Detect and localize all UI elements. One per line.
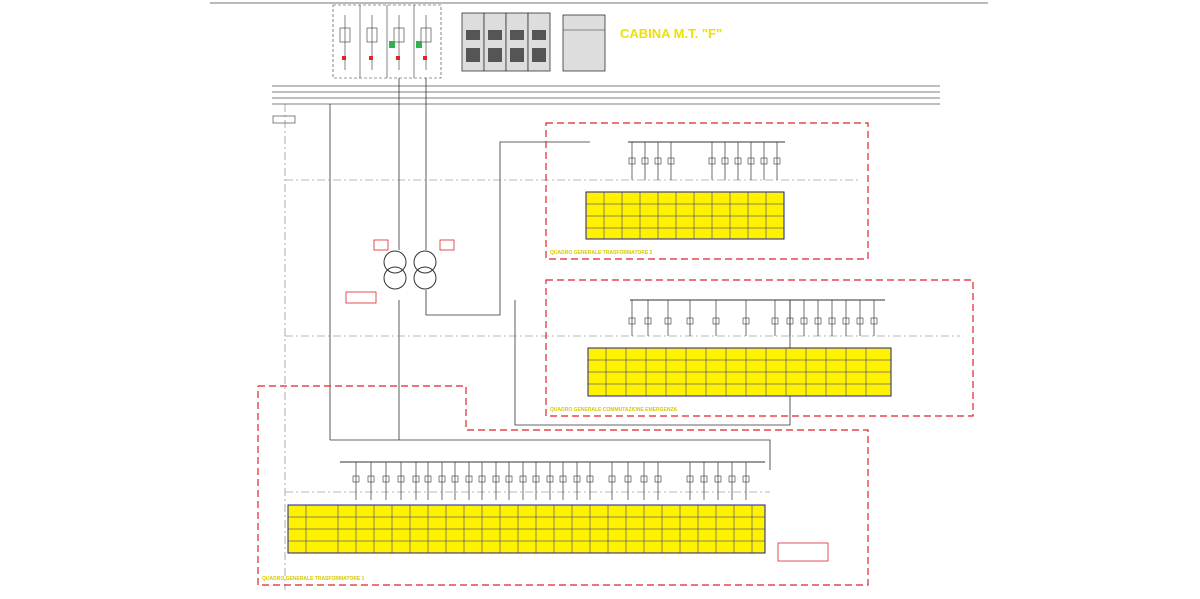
cabinet-icon: [461, 12, 551, 72]
circuit-breaker-icon: [786, 317, 794, 325]
diagram-title: CABINA M.T. "F": [620, 26, 722, 41]
circuit-breaker-icon: [686, 317, 694, 325]
circuit-breaker-icon: [586, 475, 594, 483]
circuit-breaker-icon: [465, 475, 473, 483]
section-label-qgce: QUADRO GENERALE COMMUTAZIONE EMERGENZA: [550, 407, 678, 413]
circuit-breaker-icon: [814, 317, 822, 325]
transformer-protection-boxes: [345, 239, 455, 304]
circuit-breaker-icon: [667, 157, 675, 165]
circuit-breaker-icon: [352, 475, 360, 483]
circuit-breaker-icon: [800, 317, 808, 325]
circuit-breaker-icon: [397, 475, 405, 483]
circuit-breaker-icon: [664, 317, 672, 325]
circuit-breaker-icon: [870, 317, 878, 325]
circuit-breaker-icon: [519, 475, 527, 483]
section-frame-qgce: [545, 279, 974, 417]
circuit-breaker-icon: [771, 317, 779, 325]
section-frame-qgt1: [257, 385, 869, 586]
circuit-breaker-icon: [828, 317, 836, 325]
circuit-breaker-icon: [747, 157, 755, 165]
circuit-breaker-icon: [478, 475, 486, 483]
circuit-breaker-icon: [728, 475, 736, 483]
circuit-breaker-icon: [492, 475, 500, 483]
circuit-breaker-icon: [654, 157, 662, 165]
transformer-icon: [383, 250, 437, 290]
circuit-breaker-icon: [760, 157, 768, 165]
feeder-group-qgce: [628, 299, 885, 336]
circuit-breaker-icon: [573, 475, 581, 483]
circuit-breaker-icon: [532, 475, 540, 483]
circuit-breaker-icon: [451, 475, 459, 483]
circuit-breaker-icon: [624, 475, 632, 483]
section-label-qgt1: QUADRO GENERALE TRASFORMATORE 1: [262, 576, 365, 582]
circuit-breaker-icon: [505, 475, 513, 483]
circuit-breaker-icon: [734, 157, 742, 165]
green-indicator-icon: [416, 41, 422, 48]
circuit-breaker-icon: [628, 317, 636, 325]
circuit-breaker-icon: [367, 475, 375, 483]
circuit-breaker-icon: [686, 475, 694, 483]
transformer-cabinet-icon: [562, 14, 606, 72]
circuit-breaker-icon: [714, 475, 722, 483]
feeder-group-qgt2: [628, 141, 785, 180]
circuit-breaker-icon: [700, 475, 708, 483]
section-frame-qgt2: [545, 122, 869, 260]
circuit-breaker-icon: [640, 475, 648, 483]
circuit-breaker-icon: [856, 317, 864, 325]
schedule-table-qgt1: [287, 504, 766, 554]
legend-box: [777, 542, 829, 562]
circuit-breaker-icon: [654, 475, 662, 483]
green-indicator-icon: [389, 41, 395, 48]
section-label-qgt2: QUADRO GENERALE TRASFORMATORE 2: [550, 250, 653, 256]
circuit-breaker-icon: [742, 317, 750, 325]
schedule-table-qgt2: [585, 191, 785, 240]
circuit-breaker-icon: [721, 157, 729, 165]
circuit-breaker-icon: [842, 317, 850, 325]
circuit-breaker-icon: [424, 475, 432, 483]
main-busbars: [272, 85, 940, 105]
circuit-breaker-icon: [382, 475, 390, 483]
busbar-label-box: [272, 115, 296, 124]
circuit-breaker-icon: [559, 475, 567, 483]
circuit-breaker-icon: [438, 475, 446, 483]
circuit-breaker-icon: [712, 317, 720, 325]
circuit-breaker-icon: [628, 157, 636, 165]
circuit-breaker-icon: [412, 475, 420, 483]
circuit-breaker-icon: [644, 317, 652, 325]
circuit-breaker-icon: [641, 157, 649, 165]
circuit-breaker-icon: [546, 475, 554, 483]
circuit-breaker-icon: [773, 157, 781, 165]
schedule-table-qgce: [587, 347, 892, 397]
mv-switchgear: [332, 4, 442, 79]
circuit-breaker-icon: [608, 475, 616, 483]
feeder-group-qgt1: [340, 461, 765, 500]
circuit-breaker-icon: [708, 157, 716, 165]
red-markers: [342, 56, 427, 60]
circuit-breaker-icon: [742, 475, 750, 483]
